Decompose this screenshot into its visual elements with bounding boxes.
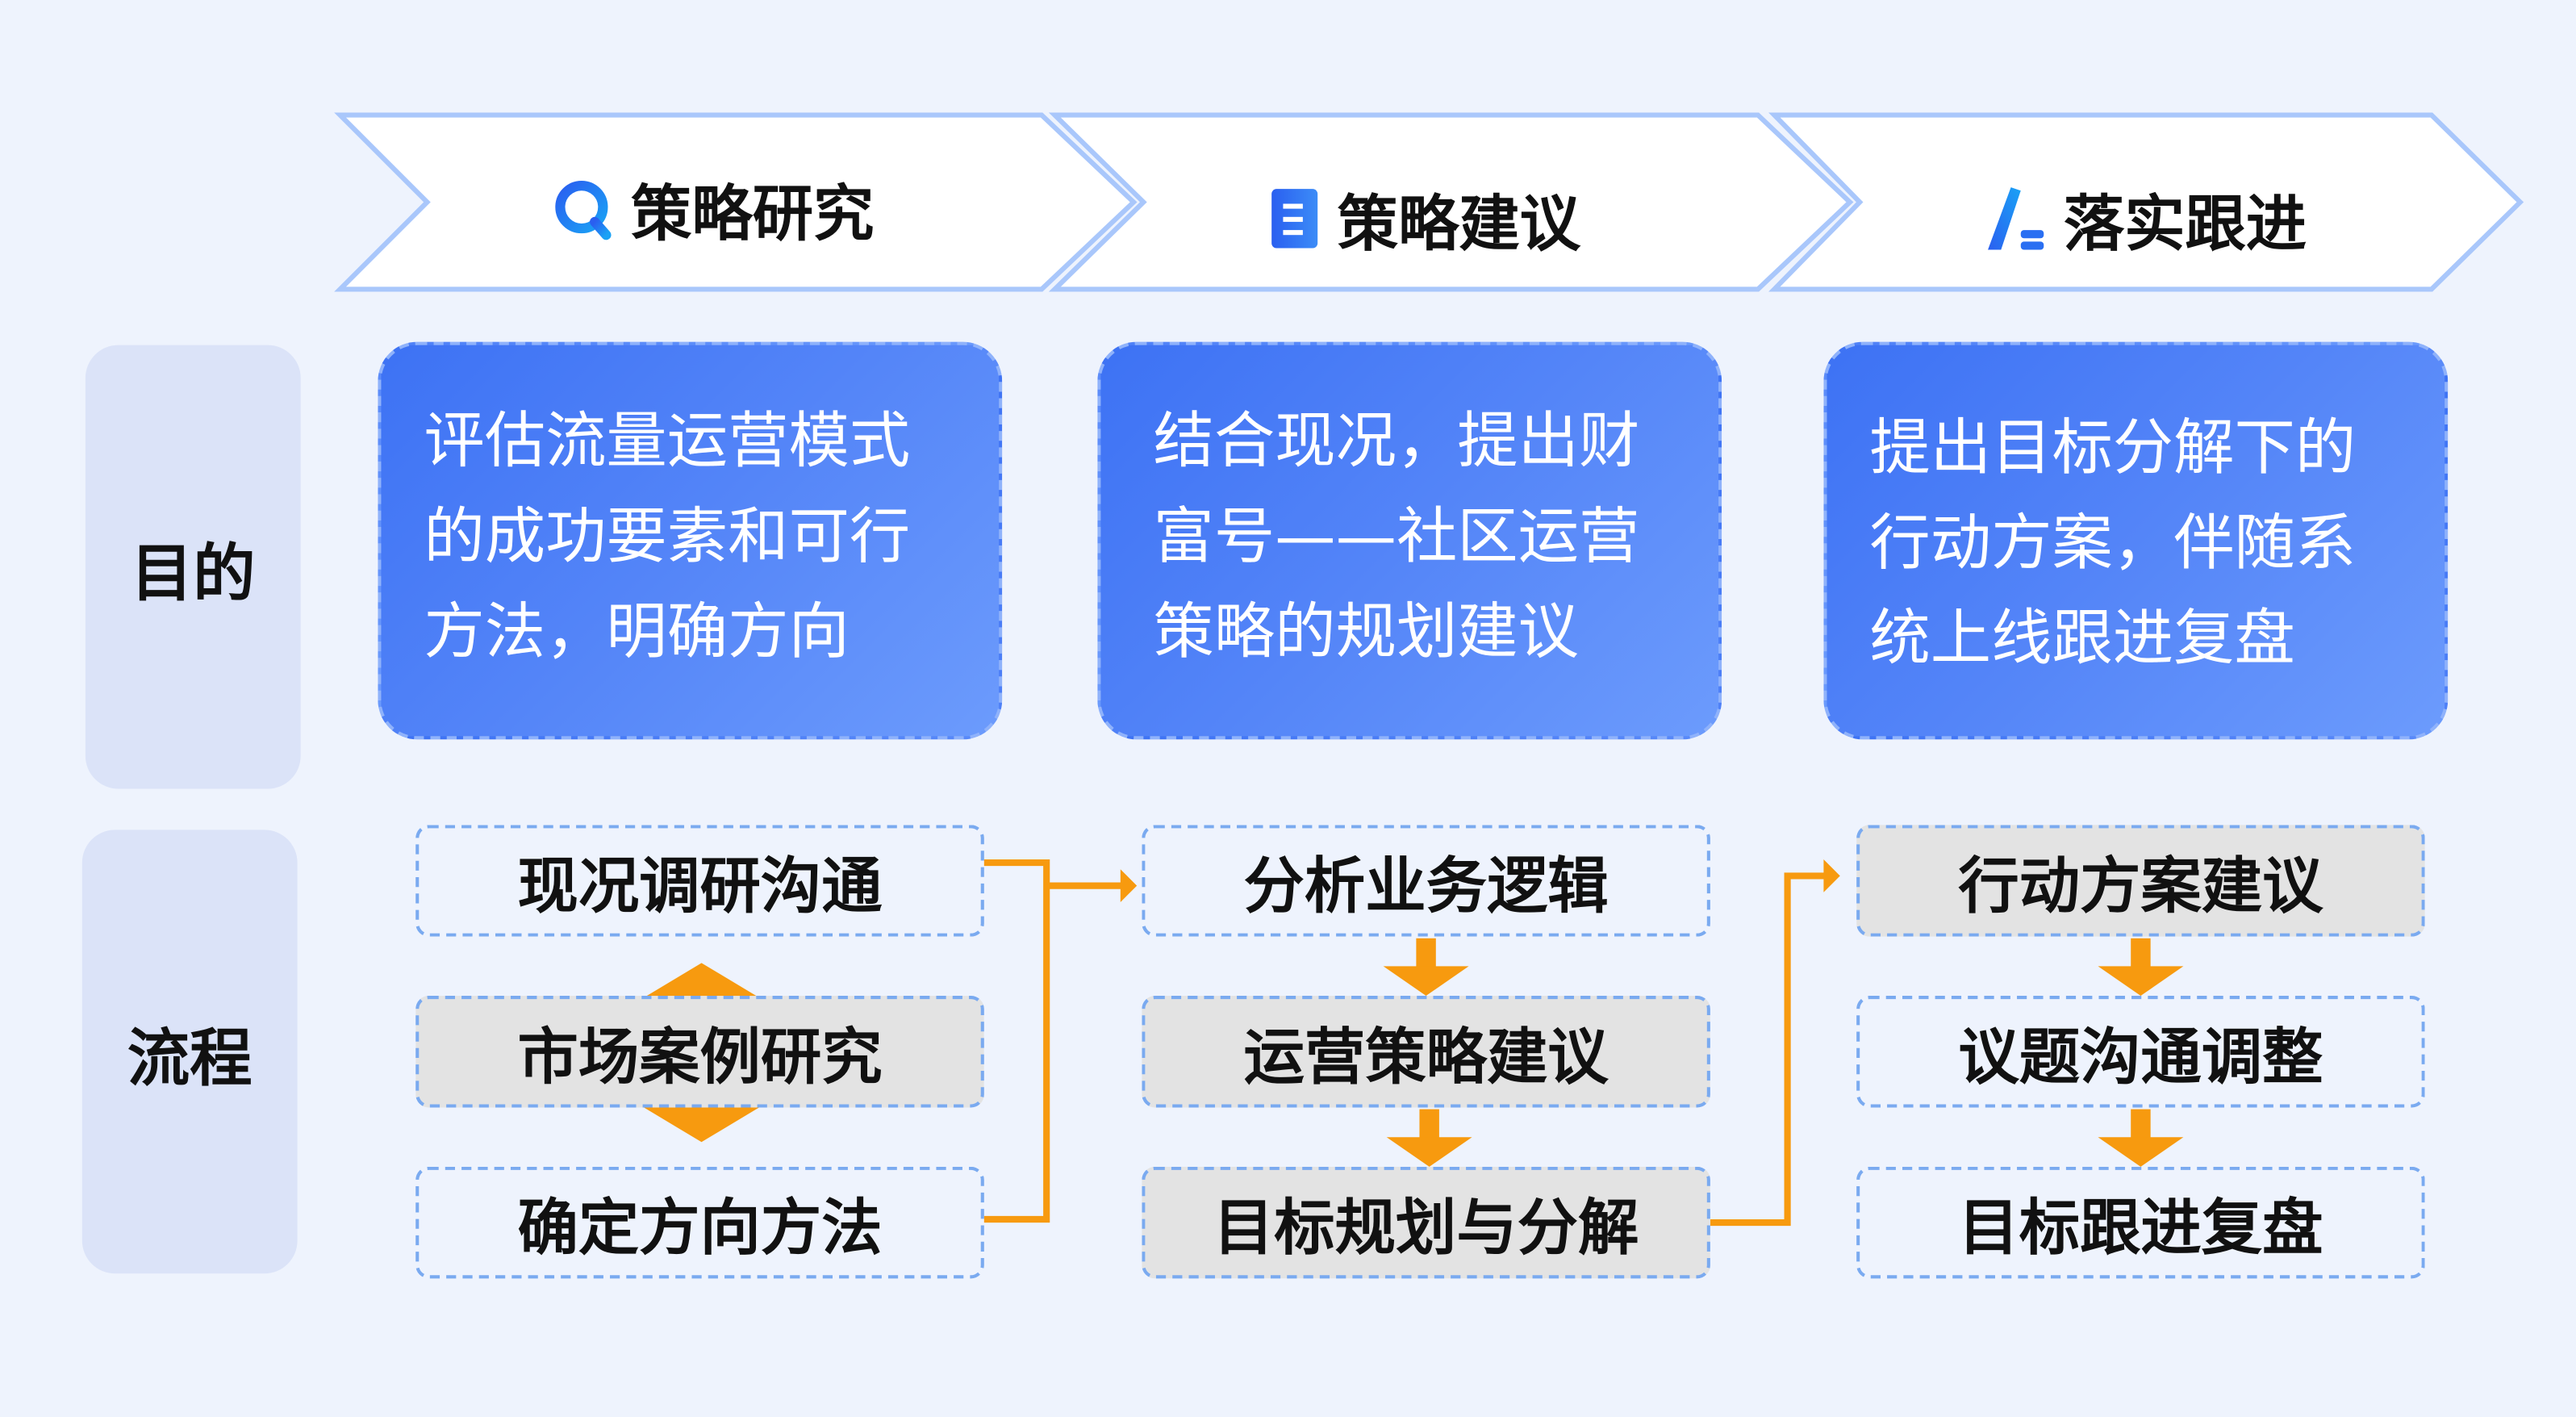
purpose-line: 方法，明确方向 (424, 596, 850, 667)
arrow-down-icon (644, 1107, 759, 1143)
arrow-right-icon (1823, 859, 1840, 892)
chevron-stage-3 (1768, 112, 2524, 292)
process-step: 目标跟进复盘 (1856, 1166, 2425, 1279)
connector-col1-to-col2 (983, 859, 1050, 1223)
purpose-line: 评估流量运营模式 (424, 405, 911, 477)
arrow-down-icon (2098, 966, 2184, 997)
process-step: 行动方案建议 (1856, 825, 2425, 937)
search-icon (555, 181, 612, 240)
row-label-purpose: 目的 (85, 345, 301, 789)
purpose-line: 策略的规划建议 (1153, 596, 1579, 667)
row-label-process: 流程 (81, 830, 298, 1274)
stage-3-title: 落实跟进 (2063, 189, 2307, 260)
arrow-down-icon (1383, 966, 1469, 997)
process-step: 市场案例研究 (415, 996, 984, 1108)
purpose-line: 行动方案，伴随系 (1869, 508, 2357, 579)
stage-1-header: 策略研究 (552, 165, 874, 253)
stage-3-header: 落实跟进 (1985, 174, 2307, 263)
purpose-card-1: 评估流量运营模式 的成功要素和可行 方法，明确方向 (378, 341, 1003, 740)
stage-2-header: 策略建议 (1268, 174, 1580, 263)
purpose-line: 结合现况，提出财 (1153, 405, 1640, 477)
purpose-line: 富号——社区运营 (1153, 501, 1640, 572)
purpose-card-2: 结合现况，提出财 富号——社区运营 策略的规划建议 (1097, 341, 1722, 740)
stage-1-title: 策略研究 (630, 178, 875, 250)
arrow-down-icon (2098, 1137, 2184, 1167)
process-step: 运营策略建议 (1142, 996, 1710, 1108)
arrow-up-icon (644, 963, 759, 998)
process-step: 分析业务逻辑 (1142, 825, 1710, 937)
arrow-right-icon (1120, 869, 1138, 902)
chevron-stage-1 (334, 112, 1138, 292)
purpose-line: 的成功要素和可行 (424, 501, 911, 572)
purpose-card-3: 提出目标分解下的 行动方案，伴随系 统上线跟进复盘 (1823, 341, 2449, 740)
process-step: 目标规划与分解 (1142, 1166, 1710, 1279)
purpose-line: 提出目标分解下的 (1869, 412, 2357, 483)
process-step: 现况调研沟通 (415, 825, 984, 937)
purpose-line: 统上线跟进复盘 (1869, 603, 2295, 674)
chevron-stage-2 (1048, 112, 1854, 292)
process-step: 确定方向方法 (415, 1166, 984, 1279)
process-step: 议题沟通调整 (1856, 996, 2425, 1108)
document-icon (1271, 189, 1318, 249)
arrow-down-icon (1386, 1137, 1472, 1167)
pen-icon (1988, 187, 2044, 250)
connector-col2-to-col3 (1710, 872, 1827, 1227)
stage-2-title: 策略建议 (1337, 189, 1581, 260)
